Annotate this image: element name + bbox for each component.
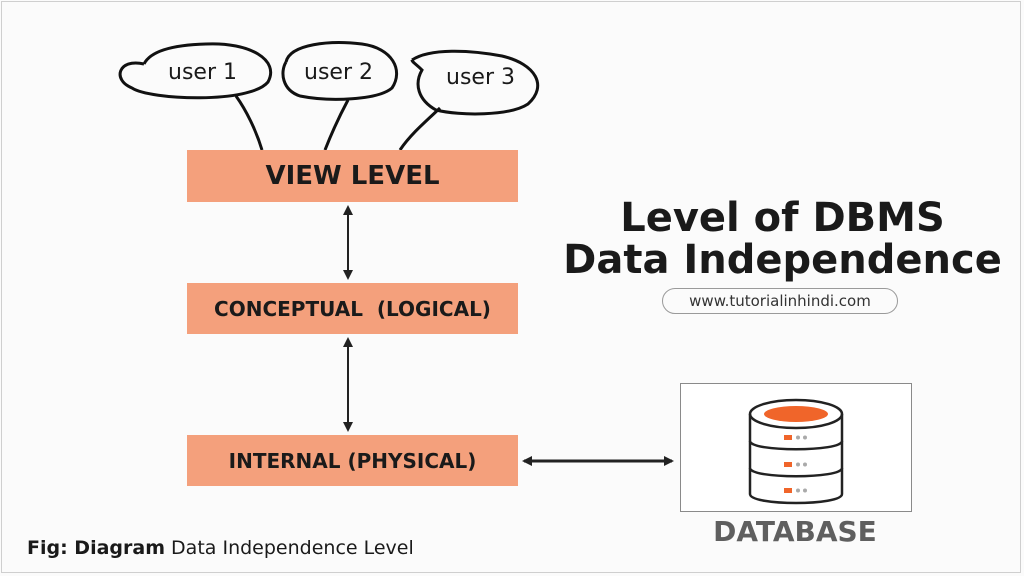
user-2-bubble: [281, 41, 399, 101]
title-line-2: Data Independence: [563, 237, 1002, 283]
website-badge: www.tutorialinhindi.com: [662, 288, 898, 314]
user-2-label: user 2: [304, 60, 373, 85]
user-3-bubble: [410, 49, 540, 116]
figure-caption: Fig: Diagram Data Independence Level: [27, 537, 414, 559]
user-1-bubble: [118, 42, 273, 100]
internal-level-label: INTERNAL (PHYSICAL): [228, 448, 477, 473]
website-url: www.tutorialinhindi.com: [689, 292, 871, 310]
title-line-1: Level of DBMS: [620, 195, 945, 241]
database-box: [680, 383, 912, 512]
user-3-label: user 3: [446, 65, 515, 90]
view-level-label: VIEW LEVEL: [265, 161, 440, 191]
user-1-connector: [234, 95, 264, 151]
database-server-icon: [748, 398, 844, 505]
user-2-connector: [323, 99, 350, 151]
conceptual-level-box: CONCEPTUAL (LOGICAL): [187, 283, 518, 334]
user-1-label: user 1: [168, 60, 237, 85]
caption-prefix: Fig: Diagram: [27, 537, 166, 559]
user-3-connector: [398, 106, 442, 151]
view-level-box: VIEW LEVEL: [187, 150, 518, 202]
database-label: DATABASE: [713, 515, 877, 548]
conceptual-level-label: CONCEPTUAL (LOGICAL): [214, 296, 491, 321]
internal-level-box: INTERNAL (PHYSICAL): [187, 435, 518, 486]
caption-text: Data Independence Level: [165, 537, 414, 559]
